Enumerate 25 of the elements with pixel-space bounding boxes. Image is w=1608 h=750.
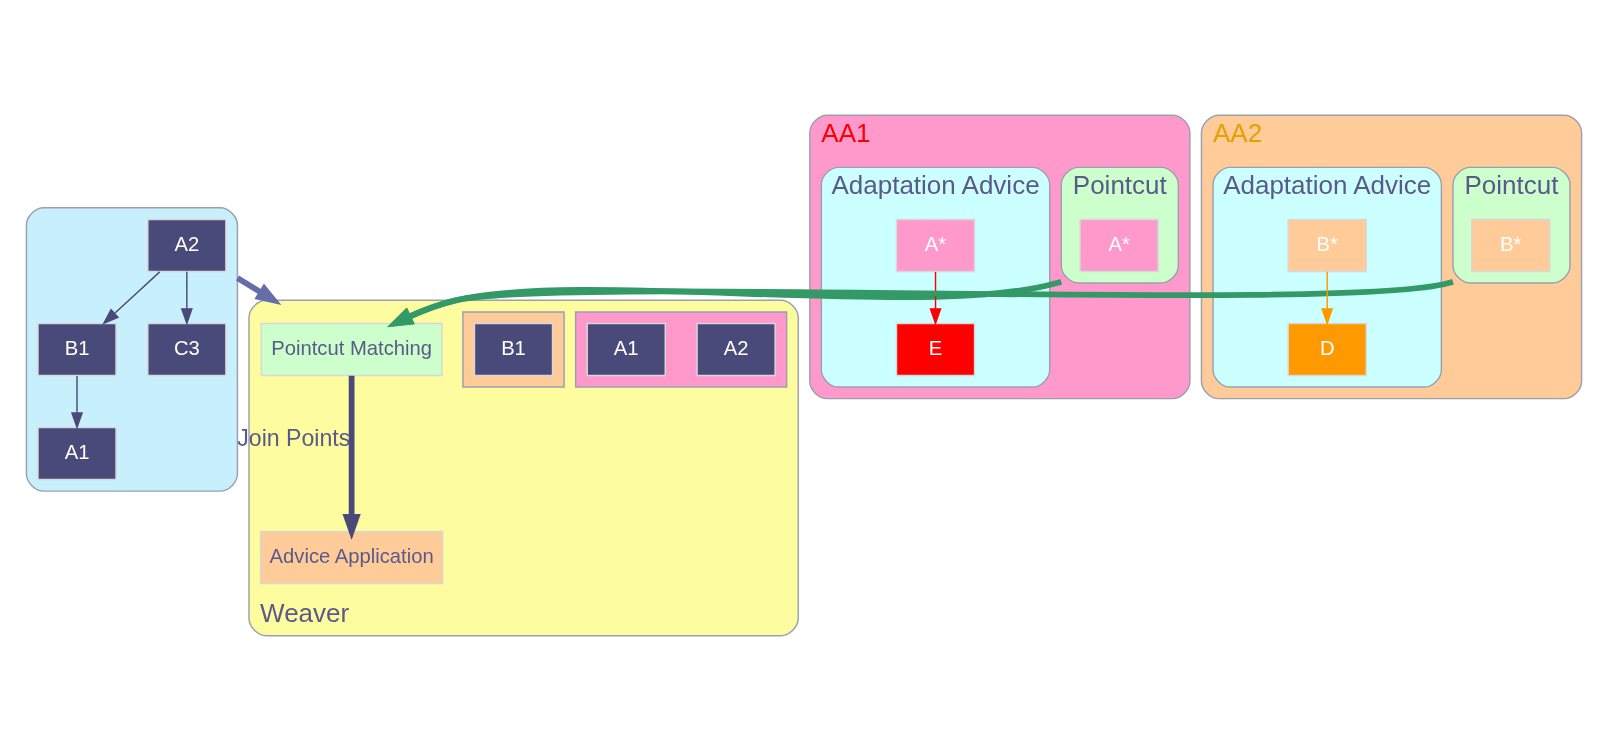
node-box: D bbox=[1287, 322, 1367, 376]
arrow bbox=[102, 270, 161, 325]
arrow bbox=[235, 274, 282, 305]
node-box: B1 bbox=[37, 322, 117, 376]
arrow bbox=[1321, 270, 1334, 325]
arrow bbox=[180, 270, 193, 325]
node-box: Pointcut Matching bbox=[260, 322, 443, 376]
cluster bbox=[574, 310, 788, 388]
arrow bbox=[929, 270, 942, 325]
node-box: B* bbox=[1287, 218, 1367, 272]
node-box: A* bbox=[895, 218, 976, 272]
cluster bbox=[25, 206, 239, 492]
cluster bbox=[462, 310, 565, 388]
arrow bbox=[342, 375, 361, 540]
node-box: A1 bbox=[37, 426, 117, 480]
node-box: Advice Application bbox=[259, 530, 444, 584]
node-box: A1 bbox=[586, 322, 666, 376]
node-box: A* bbox=[1079, 218, 1159, 272]
node-box: A2 bbox=[147, 218, 227, 272]
node-box: B* bbox=[1471, 218, 1551, 272]
node-box: C3 bbox=[147, 322, 227, 376]
node-box: E bbox=[895, 322, 976, 376]
node-box: A2 bbox=[696, 322, 776, 376]
node-box: B1 bbox=[473, 322, 554, 376]
arrow bbox=[70, 374, 84, 430]
